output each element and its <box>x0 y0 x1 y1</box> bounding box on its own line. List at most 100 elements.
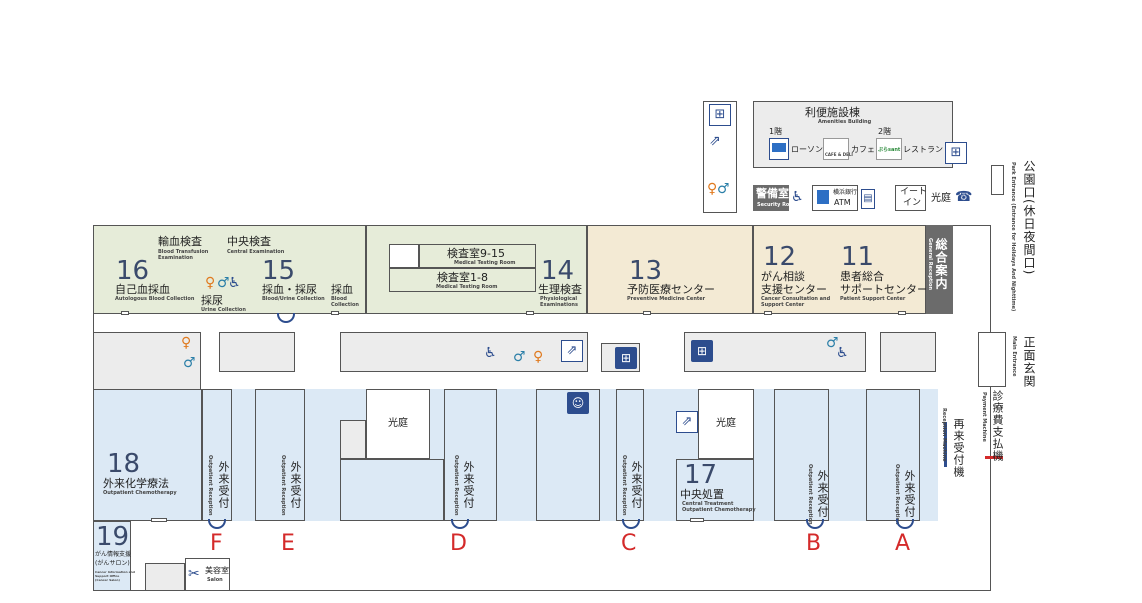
salon-en: Salon <box>207 577 223 583</box>
room-12-number: 12 <box>763 242 797 272</box>
room-block-left <box>340 459 444 521</box>
door-11 <box>898 311 906 315</box>
reception-c-desk[interactable] <box>616 389 644 521</box>
room-19[interactable] <box>93 521 131 591</box>
general-reception-label: 総合案内 <box>934 238 948 290</box>
security-room[interactable] <box>753 185 789 211</box>
room-18[interactable] <box>93 389 202 521</box>
security-en: Security Room <box>757 202 799 208</box>
lab-18-label: 検査室1-8 <box>437 271 488 284</box>
wheelchair-icon: ♿ <box>484 345 497 361</box>
cafe-logo-text: CAFE & DELI <box>825 152 853 157</box>
reception-b-desk[interactable] <box>774 389 829 521</box>
room-19-label2: (がんサロン) <box>95 560 130 567</box>
park-entrance-en: Park Entrance (Entrance for Holidays And… <box>1010 162 1016 312</box>
room-11-en: Patient Support Center <box>840 296 906 302</box>
reception-c-letter: C <box>621 531 637 556</box>
room-13-en: Preventive Medicine Center <box>627 296 706 302</box>
general-reception[interactable] <box>926 225 953 314</box>
service-core-center <box>340 332 588 372</box>
reception-d-desk[interactable] <box>444 389 497 521</box>
lab-915-label: 検査室9-15 <box>447 247 505 260</box>
eat-in-area[interactable] <box>895 185 926 211</box>
room-14-block[interactable] <box>366 225 587 314</box>
room-14-en2: Examinations <box>540 302 578 308</box>
re-reception-label: 再来受付機 <box>952 418 965 478</box>
re-reception-machine[interactable] <box>944 422 947 467</box>
courtyard-left <box>366 389 430 459</box>
payment-en: Payment Machine <box>981 392 987 442</box>
service-core-east <box>684 332 866 372</box>
security-label: 警備室 <box>756 187 789 200</box>
reception-b-letter: B <box>806 531 822 556</box>
elevator-icon: ⊞ <box>691 340 713 362</box>
room-19-en2: Support Office <box>95 574 120 578</box>
reception-e-letter: E <box>281 531 295 556</box>
lab-18-en: Medical Testing Room <box>436 284 498 290</box>
reception-f-letter: F <box>210 531 223 556</box>
phone-icon: ☎ <box>955 189 973 205</box>
female-restroom-icon: ♀ <box>707 181 718 197</box>
male-restroom-icon: ♂ <box>513 349 526 365</box>
room-17[interactable] <box>676 459 754 521</box>
courtyard-right-label: 光庭 <box>716 418 736 429</box>
reception-c-marker <box>622 519 640 529</box>
room-13-block[interactable] <box>587 225 753 314</box>
room-12-en2: Support Center <box>761 302 805 308</box>
service-room-a <box>219 332 295 372</box>
room-16-en: Autologous Blood Collection <box>115 296 195 302</box>
blood-collection-en2: Collection <box>331 302 359 308</box>
lab-18-room[interactable] <box>389 268 536 292</box>
room-13-label: 予防医療センター <box>627 283 715 296</box>
room-16-label: 自己血採血 <box>115 283 170 296</box>
amenities-floor2: 2階 <box>878 127 892 136</box>
storage-left <box>340 420 366 459</box>
reception-d-letter: D <box>450 531 467 556</box>
female-restroom-icon: ♀ <box>205 275 216 291</box>
payment-label: 診療費支払機 <box>991 390 1004 462</box>
female-restroom-icon: ♀ <box>181 335 192 351</box>
blood-collection-en1: Blood <box>331 296 347 302</box>
salon[interactable] <box>185 558 230 591</box>
storage-bottom <box>145 563 185 591</box>
reception-a-label: 外来受付 <box>903 470 916 518</box>
room-14-label: 生理検査 <box>538 283 582 296</box>
reception-d-marker <box>451 519 469 529</box>
park-entrance-door[interactable] <box>991 165 1004 195</box>
transfusion-exam-en1: Blood Transfusion <box>158 249 209 255</box>
reception-a-desk[interactable] <box>866 389 920 521</box>
eat-in-label2: イン <box>903 198 922 208</box>
atm-label2: ATM <box>834 198 851 207</box>
reception-a-marker <box>896 519 914 529</box>
scissors-icon: ✂ <box>188 566 200 582</box>
reception-e-desk[interactable] <box>255 389 305 521</box>
male-restroom-icon: ♂ <box>183 355 196 371</box>
transfusion-exam-label: 輸血検査 <box>158 235 202 248</box>
courtyard-top-label: 光庭 <box>931 193 951 204</box>
room-17-label: 中央処置 <box>680 488 724 501</box>
door-14 <box>526 311 534 315</box>
room-18-number: 18 <box>107 449 141 479</box>
amenities-label: 利便施設棟 <box>805 106 860 119</box>
restaurant-label: レストラン <box>903 145 943 154</box>
salon-label: 美容室 <box>205 566 229 575</box>
room-16-15-block[interactable] <box>93 225 366 314</box>
room-15-number: 15 <box>262 256 296 286</box>
main-entrance-door[interactable] <box>978 332 1006 387</box>
general-reception-en: General Reception <box>927 238 933 291</box>
restroom-block-west <box>93 332 201 390</box>
cafe-label: カフェ <box>851 145 875 154</box>
room-19-label1: がん情報支援 <box>95 551 132 558</box>
door-blood <box>331 311 339 315</box>
lab-915-en: Medical Testing Room <box>454 260 516 266</box>
room-12-11-block[interactable] <box>753 225 926 314</box>
room-15-en: Blood/Urine Collection <box>262 296 325 302</box>
reception-f-desk[interactable] <box>202 389 232 521</box>
amenities-floor1: 1階 <box>769 127 783 136</box>
lab-915-room[interactable] <box>419 244 536 268</box>
door-12 <box>764 311 772 315</box>
payment-machine[interactable] <box>985 456 1003 459</box>
room-15-label: 採血・採尿 <box>262 283 317 296</box>
door-18 <box>151 518 167 522</box>
central-exam-label: 中央検査 <box>227 235 271 248</box>
